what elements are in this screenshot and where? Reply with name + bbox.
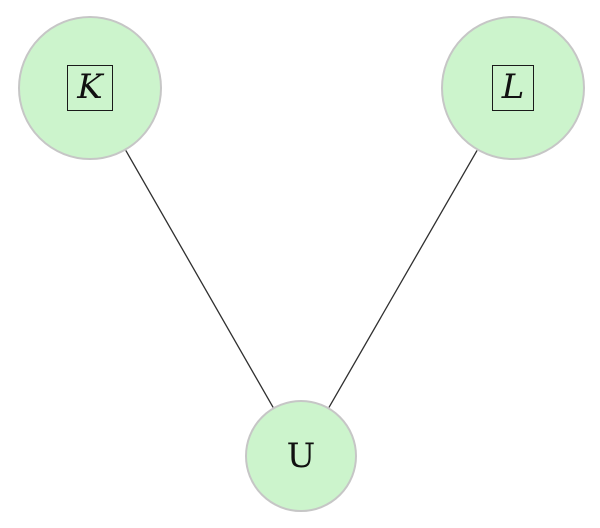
node-L-label: L [491, 65, 535, 111]
edge-L-U [328, 150, 478, 408]
node-K: K [18, 16, 162, 160]
node-U-label: U [286, 436, 316, 476]
node-K-label: K [67, 65, 113, 111]
node-L: L [441, 16, 585, 160]
edge-K-U [125, 150, 274, 408]
node-U: U [245, 400, 357, 512]
